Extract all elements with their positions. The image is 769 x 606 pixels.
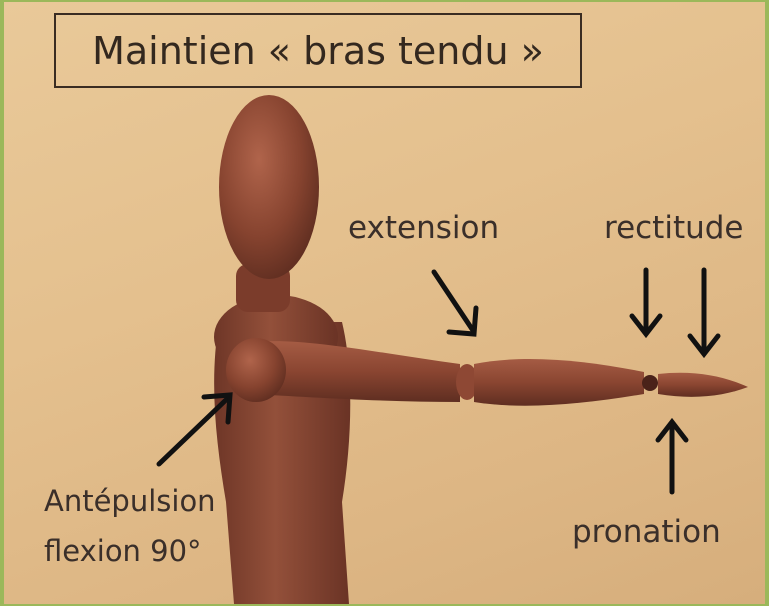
label-rectitude: rectitude [604,210,744,246]
label-antepulsion: Antépulsion [44,484,216,518]
rectitude-arrow-right [690,270,718,354]
photo-mannequin: Maintien « bras tendu » extension rectit… [4,2,765,604]
title-text: Maintien « bras tendu » [92,29,544,73]
mannequin-forearm [474,359,644,406]
label-flexion-90: flexion 90° [44,534,202,568]
mannequin-hand [658,373,748,397]
title-box: Maintien « bras tendu » [54,13,582,88]
rectitude-arrow-left [632,270,660,334]
mannequin-head [219,95,319,279]
mannequin-shoulder-joint [226,338,286,402]
pronation-arrow [658,422,686,492]
extension-arrow [434,272,476,334]
mannequin-wrist [642,375,658,391]
label-extension: extension [348,210,499,246]
label-pronation: pronation [572,514,721,550]
